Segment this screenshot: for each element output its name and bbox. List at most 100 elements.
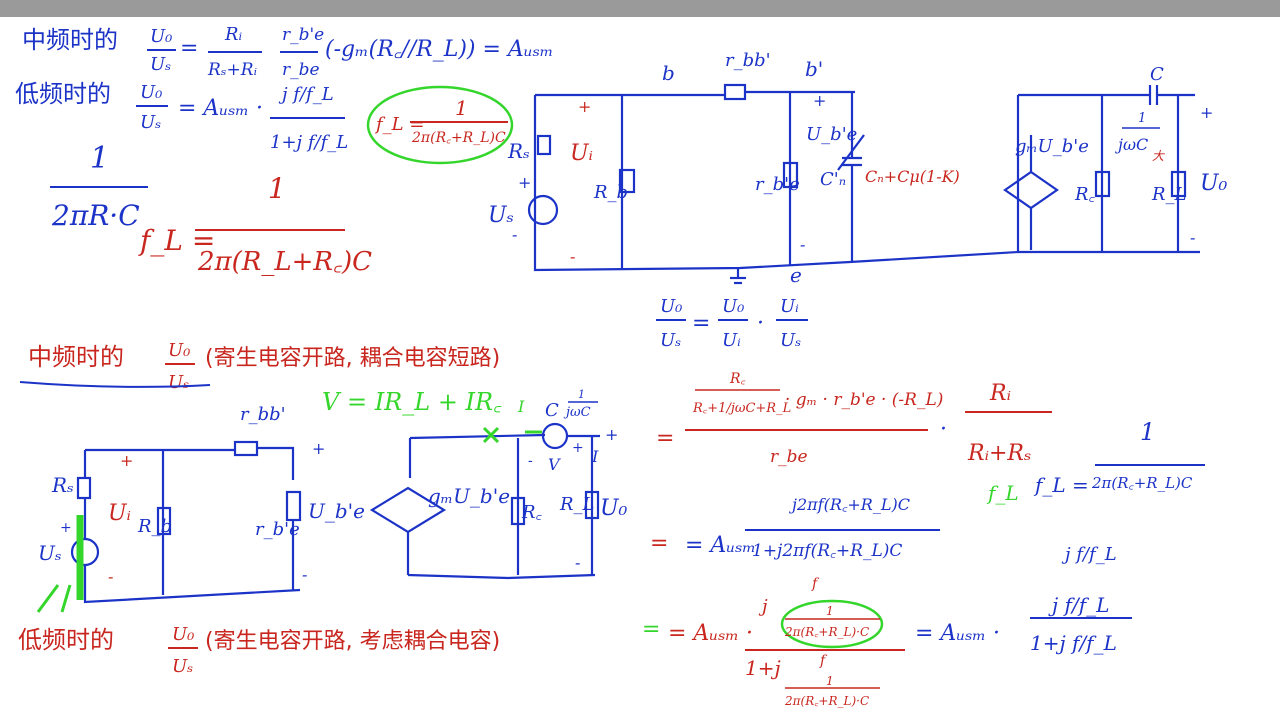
hybrid-pi-circuit-low-freq [527,83,1200,285]
section3-ratio-num: U₀ [172,624,194,645]
s3-eq-b: = Aᵤₛₘ · [915,621,1000,646]
rc2-label: R꜀ [521,502,543,523]
low-eq-den: 1+j f/f_L [270,132,348,153]
s3-den-sub-num: 1 [826,674,834,688]
ui2-minus: - [108,567,113,586]
rc-label: R꜀ [1074,184,1096,205]
fl3-den: 2π(R꜀+R_L)C [1091,474,1193,492]
s3-num-box-den: 2π(R꜀+R_L)·C [784,625,869,639]
circuit1-labels: b r_bb' b' C e Rₛ Uₛ + - R_b r_b'e U_b'e… [488,50,1228,287]
fl-boxed-lhs: f_L = [374,114,424,135]
coupling-cap-symbol [541,422,569,450]
section2-ratio-num: U₀ [168,340,190,361]
c2-jwc-den: jωC [563,405,591,420]
gm2-label: gₘU_b'e [428,484,510,508]
rb-label: R_b [593,182,628,203]
ui-plus: + [578,97,591,116]
variable-arrow [837,134,865,171]
us2-label: Uₛ [38,541,62,565]
mid-ratio-num: U₀ [150,26,172,47]
left-frac-den: 2πR·C [51,199,140,232]
uo2-label: U₀ [600,496,628,521]
gm-label: gₘU_b'e [1015,136,1089,157]
rb-resistor [618,168,636,194]
rbe2-resistor [285,490,302,522]
mid-eq-c: (-gₘ(R꜀//R_L)) = Aᵤₛₘ [325,37,554,62]
top-bar [0,0,1280,17]
s3-den-f: f [819,653,828,669]
rl2-resistor [584,490,600,520]
ui2-label: Uᵢ [108,501,131,526]
gain-product-formula: U₀ Uₛ = U₀ Uᵢ · Uᵢ Uₛ [656,296,808,351]
fl3-green: f_L [986,481,1019,505]
s3-num-f: f [811,576,820,592]
ui2-plus: + [120,451,133,470]
uo2-minus: - [575,553,580,572]
prod-lhs-num: U₀ [660,296,682,317]
low-frequency-gain-formula: 低频时的 U₀ Uₛ = Aᵤₛₘ · j f/f_L 1+j f/f_L [15,80,348,153]
f2-num: j2πf(R꜀+R_L)C [789,495,910,514]
ui-label: Uᵢ [570,141,593,166]
prod-r2-den: Uₛ [780,330,801,351]
rb2-label: R_b [137,516,172,537]
low-title: 低频时的 [15,80,111,108]
us-plus: + [518,173,531,192]
fl3-lhs: f_L = [1033,473,1089,497]
f1-num-b: R꜀+1/jωC+R_L [692,401,791,416]
rc2-resistor [510,496,526,526]
section2-title-text: 中频时的 [28,343,124,371]
svg-text:=: = [180,36,198,61]
s3-den-sub-den: 2π(R꜀+R_L)·C [784,694,869,708]
mid-eq-b-num: r_b'e [282,25,324,45]
svg-text:=: = [642,617,660,642]
low-eq-a: = Aᵤₛₘ · [178,96,263,121]
green-arrow-2 [60,584,72,613]
fl-boxed-den: 2π(R꜀+R_L)C [411,130,506,146]
f1-dot: · [940,417,947,442]
title-underline [19,381,211,388]
mid-eq-a-den: Rₛ+Rᵢ [207,60,257,80]
rc-resistor [1094,170,1111,198]
us2-plus: + [60,520,72,536]
fl2-den: 2π(R_L+R꜀)C [197,247,372,277]
section3-title-text: 低频时的 [18,626,114,654]
ube-minus: - [800,235,805,254]
s3-res-num: j f/f_L [1048,593,1109,617]
fl3-num: 1 [1140,418,1155,446]
v-minus: - [528,453,533,469]
rb2-resistor [156,506,172,536]
circuit2-labels: r_bb' Rₛ Uₛ + R_b r_b'e U_b'e + - gₘU_b'… [38,388,628,584]
ube2-minus: - [302,565,307,584]
prod-lhs-den: Uₛ [660,330,681,351]
i-label: I [591,447,599,466]
fl-boxed-num: 1 [455,96,468,120]
rbb2-resistor [233,440,259,457]
node-bp: b' [805,57,823,81]
rl2-label: R_L [559,494,595,515]
v-label: V [548,455,561,474]
mid-eq-b-den: r_be [282,60,320,80]
green-arrow-1 [36,584,60,613]
gm2-current-source [369,486,447,534]
section3-derivation: = = Aᵤₛₘ · j f 1 2π(R꜀+R_L)·C 1+j f 1 2π… [642,576,1132,708]
ube2-label: U_b'e [308,499,365,523]
mid-title: 中频时的 [22,26,118,54]
uo2-plus: + [605,425,618,444]
svg-text:=: = [692,311,710,336]
mid-eq-a-num: Rᵢ [224,24,243,45]
rs2-label: Rₛ [51,473,74,497]
fl-formula-2: f_L = 1 2π(R_L+R꜀)C [138,172,372,277]
mid-frequency-gain-formula: 中频时的 U₀ Uₛ = Rᵢ Rₛ+Rᵢ r_b'e r_be (-gₘ(R꜀… [22,24,554,80]
svg-text:=: = [656,426,674,451]
uo-minus: - [1190,228,1195,247]
cpi-label: C'ₙ [820,169,846,190]
rl-label: R_L [1151,184,1187,205]
section3-note: (寄生电容开路, 考虑耦合电容) [205,629,500,654]
rbe2-label: r_b'e [255,519,300,540]
c2-jwc-num: 1 [578,388,585,401]
f2-lhs: = Aᵤₛₘ [685,533,756,558]
section3-ratio-den: Uₛ [172,656,193,677]
svg-text:I: I [517,397,525,416]
rs-label: Rₛ [507,139,530,163]
